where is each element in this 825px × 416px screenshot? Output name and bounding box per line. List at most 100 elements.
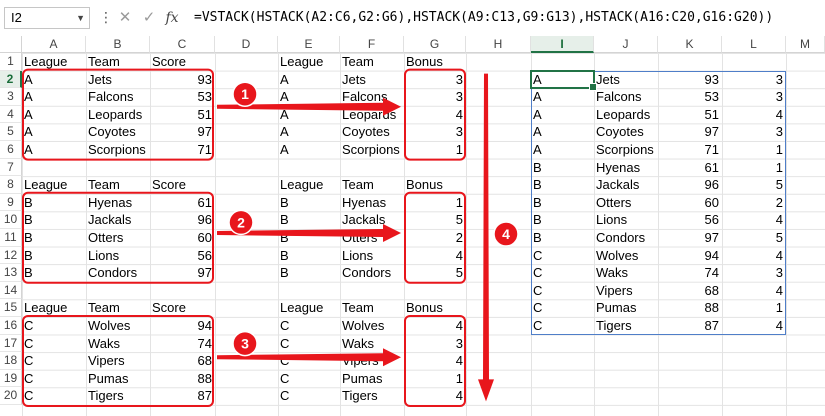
header-team[interactable]: Team [342, 54, 374, 69]
result-league[interactable]: A [533, 71, 542, 87]
cell-league[interactable]: A [24, 71, 33, 87]
result-league[interactable]: B [533, 230, 542, 245]
cell-bonus[interactable]: 4 [455, 247, 463, 263]
cell-league[interactable]: A [280, 106, 289, 122]
cell-bonus[interactable]: 2 [455, 230, 463, 245]
cell-league[interactable]: C [24, 335, 34, 351]
cell-team[interactable]: Leopards [342, 106, 397, 122]
result-bonus[interactable]: 4 [775, 282, 783, 298]
cell-score[interactable]: 56 [197, 247, 212, 263]
cell-team[interactable]: Coyotes [342, 124, 390, 140]
cell-team[interactable]: Lions [342, 247, 374, 263]
column-header-c[interactable]: C [150, 36, 215, 53]
result-bonus[interactable]: 3 [775, 71, 783, 87]
result-bonus[interactable]: 5 [775, 177, 783, 193]
result-bonus[interactable]: 4 [775, 318, 783, 333]
result-bonus[interactable]: 1 [775, 159, 783, 175]
cell-score[interactable]: 51 [197, 106, 212, 122]
cell-score[interactable]: 68 [197, 353, 212, 369]
cell-bonus[interactable]: 1 [455, 142, 463, 157]
result-team[interactable]: Hyenas [596, 159, 641, 175]
row-header-12[interactable]: 12 [0, 246, 22, 265]
cell-team[interactable]: Vipers [342, 353, 379, 369]
cell-score[interactable]: 94 [197, 318, 212, 333]
header-bonus[interactable]: Bonus [406, 54, 443, 69]
cell-league[interactable]: B [280, 230, 289, 245]
cell-team[interactable]: Jackals [342, 212, 386, 228]
header-league[interactable]: League [24, 177, 68, 193]
cell-team[interactable]: Hyenas [88, 194, 133, 210]
header-league[interactable]: League [24, 300, 68, 316]
header-league[interactable]: League [24, 54, 68, 69]
column-header-b[interactable]: B [86, 36, 150, 53]
column-header-g[interactable]: G [404, 36, 466, 53]
cell-league[interactable]: C [24, 388, 34, 404]
cell-bonus[interactable]: 3 [455, 124, 463, 140]
row-header-4[interactable]: 4 [0, 105, 22, 124]
cell-team[interactable]: Lions [88, 247, 120, 263]
row-header-2[interactable]: 2 [0, 70, 22, 89]
cell-team[interactable]: Tigers [88, 388, 124, 404]
result-league[interactable]: A [533, 89, 542, 105]
result-score[interactable]: 68 [704, 282, 719, 298]
cell-score[interactable]: 97 [197, 124, 212, 140]
row-header-9[interactable]: 9 [0, 193, 22, 212]
result-score[interactable]: 71 [704, 142, 719, 157]
cell-bonus[interactable]: 1 [455, 370, 463, 386]
cell-bonus[interactable]: 4 [455, 388, 463, 404]
row-header-19[interactable]: 19 [0, 369, 22, 388]
cell-score[interactable]: 97 [197, 265, 212, 281]
result-bonus[interactable]: 4 [775, 106, 783, 122]
result-team[interactable]: Jets [596, 71, 620, 87]
cell-league[interactable]: A [280, 89, 289, 105]
result-bonus[interactable]: 4 [775, 212, 783, 228]
result-bonus[interactable]: 1 [775, 142, 783, 157]
cell-team[interactable]: Waks [88, 335, 121, 351]
result-team[interactable]: Vipers [596, 282, 633, 298]
cell-league[interactable]: A [24, 89, 33, 105]
cell-league[interactable]: A [280, 124, 289, 140]
row-header-13[interactable]: 13 [0, 264, 22, 282]
column-header-i[interactable]: I [531, 36, 594, 53]
cell-team[interactable]: Hyenas [342, 194, 387, 210]
cell-score[interactable]: 93 [197, 71, 212, 87]
result-bonus[interactable]: 3 [775, 265, 783, 281]
cell-league[interactable]: B [24, 212, 33, 228]
column-header-k[interactable]: K [658, 36, 722, 53]
result-league[interactable]: C [533, 282, 543, 298]
cell-league[interactable]: C [280, 370, 290, 386]
cell-team[interactable]: Condors [88, 265, 138, 281]
result-score[interactable]: 93 [704, 71, 719, 87]
result-league[interactable]: A [533, 124, 542, 140]
cell-team[interactable]: Wolves [88, 318, 131, 333]
chevron-down-icon[interactable]: ▼ [76, 13, 85, 23]
cell-team[interactable]: Pumas [342, 370, 383, 386]
result-league[interactable]: A [533, 106, 542, 122]
result-bonus[interactable]: 3 [775, 89, 783, 105]
cell-league[interactable]: C [280, 335, 290, 351]
cell-league[interactable]: A [280, 71, 289, 87]
header-score[interactable]: Score [152, 300, 186, 316]
cell-bonus[interactable]: 1 [455, 194, 463, 210]
result-league[interactable]: C [533, 265, 543, 281]
cell-league[interactable]: A [24, 124, 33, 140]
result-bonus[interactable]: 1 [775, 300, 783, 316]
cell-score[interactable]: 74 [197, 335, 212, 351]
header-team[interactable]: Team [88, 54, 120, 69]
result-team[interactable]: Leopards [596, 106, 651, 122]
column-header-l[interactable]: L [722, 36, 786, 53]
result-score[interactable]: 56 [704, 212, 719, 228]
cell-team[interactable]: Scorpions [342, 142, 400, 157]
cell-team[interactable]: Wolves [342, 318, 385, 333]
result-score[interactable]: 74 [704, 265, 719, 281]
row-header-18[interactable]: 18 [0, 352, 22, 370]
result-team[interactable]: Falcons [596, 89, 642, 105]
row-header-10[interactable]: 10 [0, 211, 22, 229]
cell-team[interactable]: Leopards [88, 106, 143, 122]
result-bonus[interactable]: 4 [775, 247, 783, 263]
result-score[interactable]: 97 [704, 124, 719, 140]
cell-bonus[interactable]: 3 [455, 335, 463, 351]
cell-score[interactable]: 53 [197, 89, 212, 105]
cell-team[interactable]: Coyotes [88, 124, 136, 140]
row-header-7[interactable]: 7 [0, 158, 22, 177]
